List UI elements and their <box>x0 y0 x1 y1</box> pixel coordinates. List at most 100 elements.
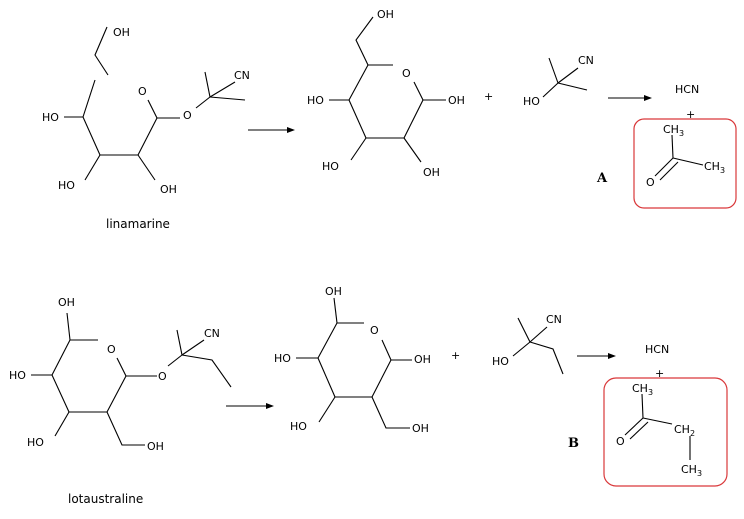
bond <box>317 322 338 359</box>
glucose-structure: OH O HO OH HO OH <box>274 285 431 435</box>
acetone-ch3-top: CH3 <box>663 123 684 138</box>
bond <box>413 81 424 101</box>
lotaustraline-ho-left: HO <box>9 369 26 382</box>
bond <box>371 396 410 429</box>
bond <box>641 393 644 419</box>
bond <box>557 67 579 84</box>
butanone-ch3-top: CH3 <box>632 382 653 397</box>
bond <box>659 161 679 181</box>
plus-sign: + <box>484 90 493 103</box>
cyanohydrin-cn: CN <box>546 313 562 326</box>
bond <box>529 326 548 343</box>
bond <box>642 417 673 425</box>
reaction-arrow-1 <box>248 127 295 133</box>
glucose-oh-top: OH <box>325 285 342 298</box>
bond <box>529 341 564 375</box>
glucose-oh-top: OH <box>377 8 394 21</box>
bond <box>348 99 367 139</box>
linamarine-oh-top: OH <box>113 26 130 39</box>
bond <box>82 116 101 156</box>
reaction-arrow-3 <box>226 403 274 409</box>
bond <box>348 64 369 101</box>
butanone-ch2: CH2 <box>674 423 695 438</box>
bond <box>557 82 588 91</box>
bond <box>51 374 70 413</box>
bond <box>548 57 559 84</box>
linamarine-o-link: O <box>183 109 192 122</box>
plus-sign: + <box>686 108 695 121</box>
glucose-ho-left: HO <box>274 352 291 365</box>
reaction-arrow-2 <box>608 95 652 101</box>
glucose-ho-bottom: HO <box>322 160 339 173</box>
lotaustraline-ho-bottom: HO <box>27 436 44 449</box>
bond <box>181 354 232 388</box>
acetone-o: O <box>646 176 655 189</box>
bond <box>82 79 96 118</box>
cyanohydrin-ho: HO <box>492 355 509 368</box>
reaction-2: OH O HO HO OH O CN lotaustraline <box>9 285 728 506</box>
bond <box>181 339 205 356</box>
cyanohydrin-cn: CN <box>578 54 594 67</box>
bond <box>654 157 674 177</box>
bond <box>355 16 374 66</box>
hcn-product: HCN <box>675 83 699 96</box>
linamarine-ho-bottom: HO <box>58 179 75 192</box>
glucose-oh-right: OH <box>414 353 431 366</box>
lotaustraline-structure: OH O HO HO OH O CN lotaustraline <box>9 296 232 506</box>
glucose-oh-right: OH <box>448 94 465 107</box>
hcn-product: HCN <box>645 343 669 356</box>
bond <box>137 154 156 181</box>
bond <box>542 82 559 98</box>
bond <box>317 357 336 398</box>
bond <box>204 71 211 98</box>
bond <box>54 411 70 437</box>
bond <box>106 411 145 446</box>
lotaustraline-cn: CN <box>204 327 220 340</box>
bond <box>116 357 127 377</box>
glucose-ho-left: HO <box>307 94 324 107</box>
glucose-ring-o: O <box>370 324 379 337</box>
glucose-oh-bottom: OH <box>412 422 429 435</box>
bond <box>51 339 71 376</box>
bond <box>403 137 422 163</box>
bond <box>209 81 236 98</box>
glucose-ho-bottom: HO <box>290 420 307 433</box>
glucose-ring-o: O <box>402 67 411 80</box>
bond <box>176 329 183 356</box>
bond <box>84 154 101 181</box>
linamarine-ring-o: O <box>138 85 147 98</box>
bond <box>672 157 704 166</box>
reaction-arrow-4 <box>577 353 616 359</box>
glucose-structure: OH O HO OH HO OH <box>307 8 465 179</box>
bond <box>624 417 644 436</box>
bond <box>195 96 211 109</box>
lotaustraline-name: lotaustraline <box>68 492 143 506</box>
bond <box>318 396 336 423</box>
glucose-oh-bottom: OH <box>423 166 440 179</box>
bond <box>671 134 674 159</box>
plus-sign: + <box>451 349 460 362</box>
acetone-ch3-right: CH3 <box>704 160 725 175</box>
linamarine-name: linamarine <box>106 217 170 231</box>
linamarine-structure: OH O HO HO OH O CN linamarine <box>42 26 250 231</box>
bond <box>137 117 158 156</box>
linamarine-ho-left: HO <box>42 111 59 124</box>
butanone-o: O <box>616 435 625 448</box>
acetone-cyanohydrin-structure: CN HO <box>523 54 594 108</box>
linamarine-oh-bottom: OH <box>160 183 177 196</box>
lotaustraline-oh-bottom: OH <box>147 440 164 453</box>
reaction-1: OH O HO HO OH O CN linamarine <box>42 8 737 231</box>
bond <box>209 96 246 101</box>
bond <box>629 421 649 440</box>
label-a: A <box>596 171 608 186</box>
bond <box>350 137 367 161</box>
linamarine-cn: CN <box>234 69 250 82</box>
bond <box>106 375 127 413</box>
label-b: B <box>568 436 579 451</box>
plus-sign: + <box>655 367 664 380</box>
bond <box>333 297 338 324</box>
butanone-ch3-bottom: CH3 <box>681 463 702 478</box>
bond <box>517 317 531 343</box>
bond <box>94 26 109 76</box>
bond <box>167 354 183 367</box>
